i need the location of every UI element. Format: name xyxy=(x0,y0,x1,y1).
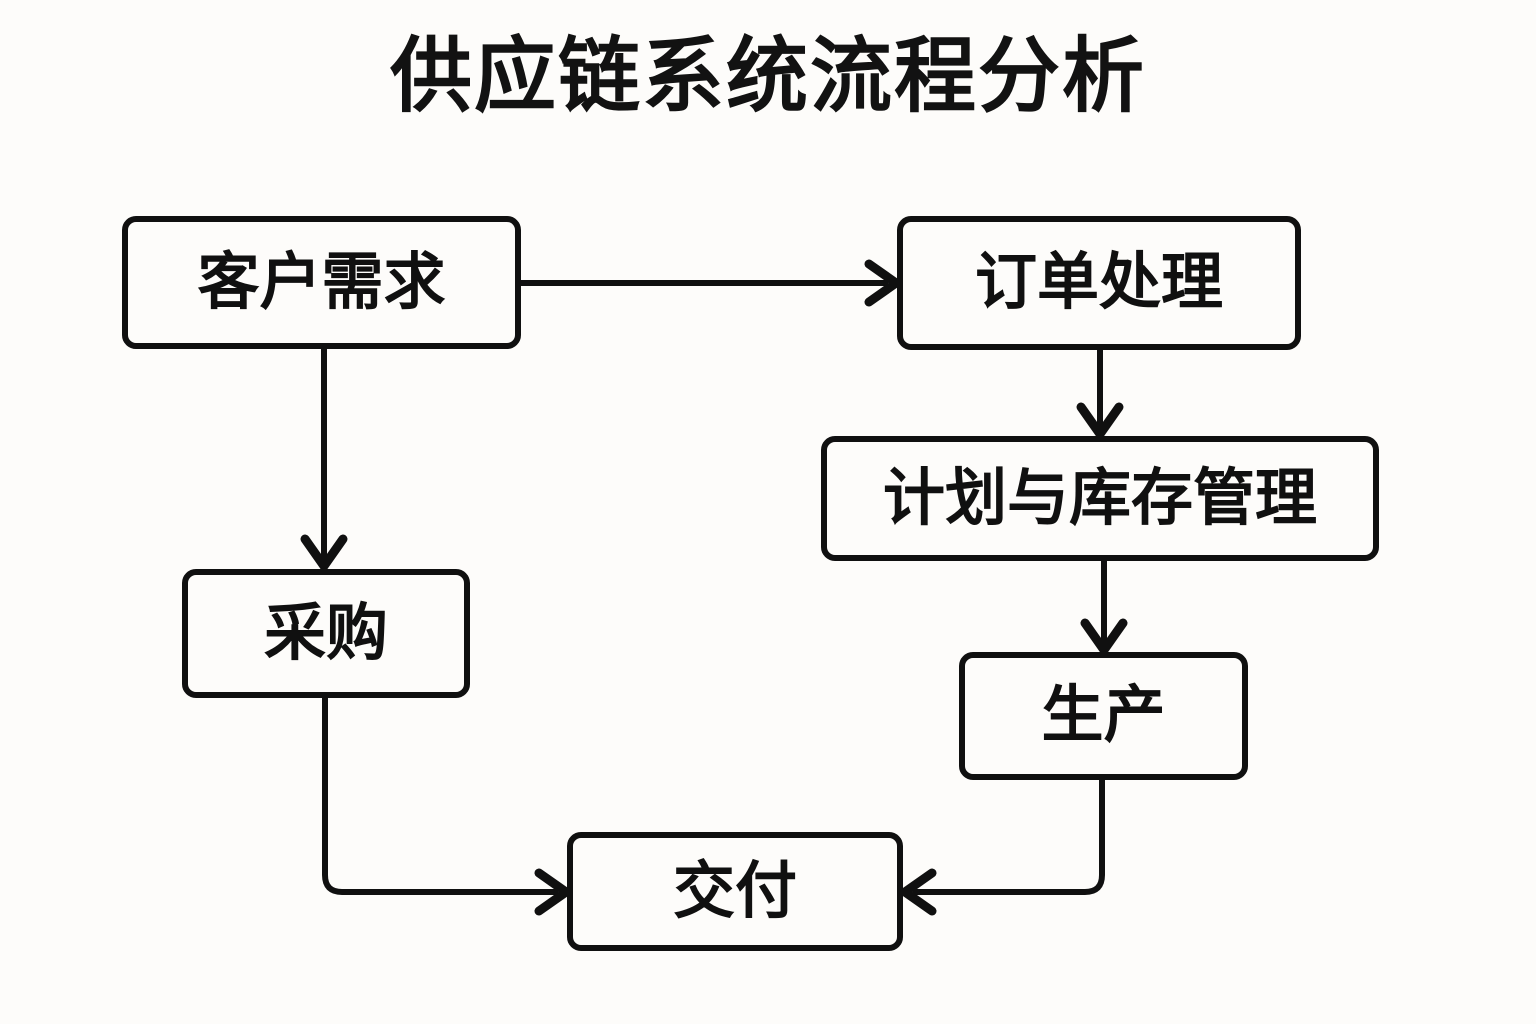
node-production[interactable]: 生产 xyxy=(959,652,1248,780)
node-customer-demand-label: 客户需求 xyxy=(197,247,446,317)
node-delivery-label: 交付 xyxy=(672,856,797,926)
edge-customer-demand-to-order-processing xyxy=(521,259,904,307)
node-order-processing[interactable]: 订单处理 xyxy=(897,216,1301,350)
node-planning-inventory-label: 计划与库存管理 xyxy=(882,463,1317,533)
node-production-label: 生产 xyxy=(1041,681,1166,750)
edge-planning-to-production xyxy=(1080,561,1128,658)
edge-production-to-delivery xyxy=(897,780,1105,916)
edge-procurement-to-delivery xyxy=(322,698,574,916)
edge-order-processing-to-planning xyxy=(1076,350,1124,442)
page-title: 供应链系统流程分析 xyxy=(389,31,1146,122)
node-procurement[interactable]: 采购 xyxy=(182,569,470,698)
node-procurement-label: 采购 xyxy=(263,598,388,668)
edge-customer-demand-to-procurement xyxy=(300,349,348,574)
node-planning-inventory[interactable]: 计划与库存管理 xyxy=(821,436,1379,561)
node-order-processing-label: 订单处理 xyxy=(974,248,1223,317)
node-customer-demand[interactable]: 客户需求 xyxy=(122,216,521,349)
node-delivery[interactable]: 交付 xyxy=(567,832,903,951)
